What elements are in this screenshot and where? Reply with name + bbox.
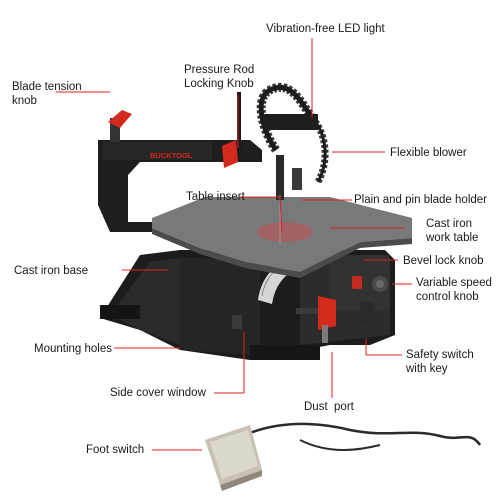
control-panel [330,255,390,324]
callout-blade-tension-knob: Blade tension knob [12,80,102,108]
table-insert-part [257,222,313,242]
callout-pressure-rod-line1: Pressure Rod [184,64,255,76]
side-cover-window-part [232,315,242,329]
callout-safety-switch-line2: with key [406,363,448,375]
callout-plain-pin-blade-holder: Plain and pin blade holder [354,194,487,206]
callout-table-insert: Table insert [186,191,245,203]
callout-bevel-lock-knob: Bevel lock knob [403,255,484,267]
callout-dust-port: Dust port [304,401,354,413]
callout-cast-iron-base: Cast iron base [14,265,89,277]
callout-pressure-rod-locking-knob: Pressure Rod Locking Knob [184,63,284,91]
callout-variable-speed-line1: Variable speed [416,277,492,289]
foot-switch-part [205,422,482,491]
callout-cast-iron-work-table: Cast iron work table [426,217,496,245]
leader-lines [56,38,412,451]
callout-blade-tension-line2: knob [12,95,37,107]
upper-arm: BUCKTOOL [98,140,262,232]
callout-variable-speed-line2: control knob [416,291,479,303]
brand-logo: BUCKTOOL [150,151,193,160]
callout-safety-switch-line1: Safety switch [406,349,474,361]
callout-side-cover-window: Side cover window [110,387,206,399]
callout-vibration-free-led-light: Vibration-free LED light [266,23,385,35]
pressure-rod-part [222,92,241,168]
callout-flexible-blower: Flexible blower [390,147,467,159]
callout-variable-speed-control-knob: Variable speed control knob [416,276,500,304]
callout-blade-tension-line1: Blade tension [12,81,82,93]
callout-mounting-holes: Mounting holes [34,343,112,355]
blade-tension-knob-part [108,110,132,142]
callout-cast-iron-line2: work table [426,232,479,244]
blade-holder-part [276,155,284,200]
callout-safety-switch-with-key: Safety switch with key [406,348,496,376]
callout-pressure-rod-line2: Locking Knob [184,78,254,90]
callout-foot-switch: Foot switch [86,444,145,456]
callout-cast-iron-line1: Cast iron [426,218,473,230]
bevel-lock-red-knob [296,296,336,343]
